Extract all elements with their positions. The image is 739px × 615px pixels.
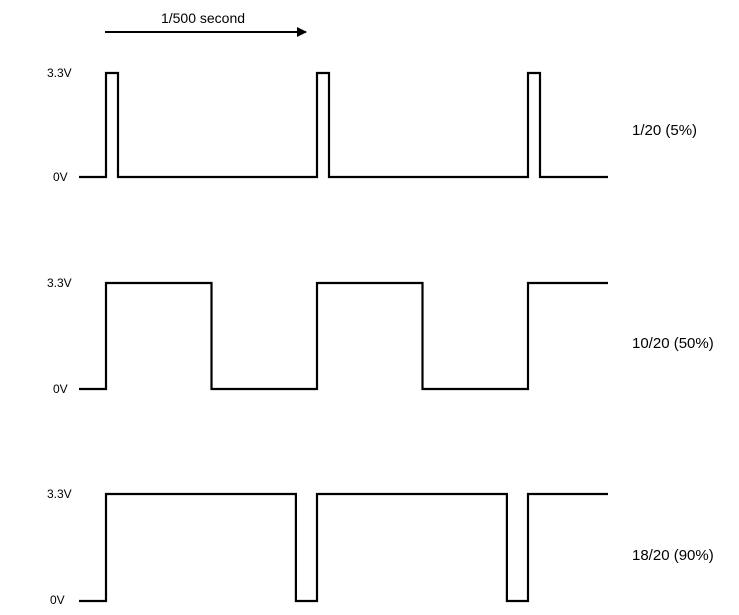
waveform-line: [79, 281, 608, 391]
low-voltage-label: 0V: [50, 593, 65, 607]
low-voltage-label: 0V: [53, 382, 68, 396]
waveform-line: [79, 71, 608, 179]
period-label: 1/500 second: [161, 10, 245, 26]
duty-cycle-label: 1/20 (5%): [632, 122, 697, 139]
duty-cycle-label: 10/20 (50%): [632, 335, 714, 352]
high-voltage-label: 3.3V: [47, 276, 72, 290]
waveform-50-percent: 3.3V 0V 10/20 (50%): [47, 276, 714, 396]
high-voltage-label: 3.3V: [47, 66, 72, 80]
high-voltage-label: 3.3V: [47, 487, 72, 501]
waveform-line: [79, 492, 608, 603]
waveform-90-percent: 3.3V 0V 18/20 (90%): [47, 487, 714, 607]
duty-cycle-label: 18/20 (90%): [632, 547, 714, 564]
low-voltage-label: 0V: [53, 170, 68, 184]
waveform-5-percent: 3.3V 0V 1/20 (5%): [47, 66, 697, 184]
